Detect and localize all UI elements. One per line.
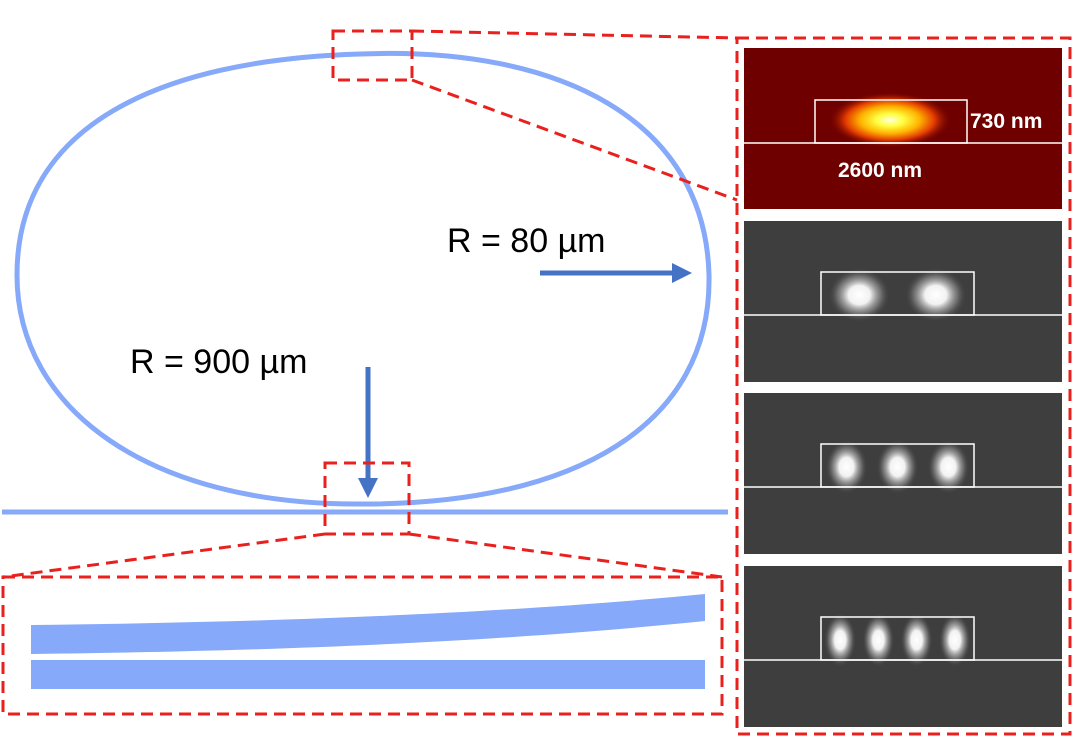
mode-lobe — [938, 613, 971, 667]
zoom-indicators — [1, 29, 1072, 736]
arrow-right — [540, 263, 692, 283]
mode-lobe — [876, 440, 919, 494]
zoom-box-top — [331, 29, 414, 82]
mode-lobe — [862, 613, 895, 667]
mode-panel-fundamental: 730 nm 2600 nm — [744, 48, 1062, 209]
mode-lobe — [927, 440, 970, 494]
zoom-box-bottom — [323, 461, 411, 536]
mode-lobe — [824, 613, 857, 667]
mode-lobe — [828, 268, 891, 322]
mode-panels: 730 nm 2600 nm — [744, 48, 1062, 727]
width-dimension-label: 2600 nm — [838, 159, 922, 182]
radius-large-label: R = 900 µm — [130, 343, 307, 381]
coupler-ring-section — [31, 594, 705, 654]
mode-lobe — [904, 268, 967, 322]
radius-small-label: R = 80 µm — [447, 222, 605, 260]
zoom-panel-coupler — [1, 575, 724, 716]
zoom-line — [411, 29, 738, 40]
zoom-line — [408, 532, 723, 579]
mode-lobe — [900, 613, 933, 667]
mode-panel-background — [744, 221, 1062, 382]
height-dimension-label: 730 nm — [970, 110, 1042, 133]
racetrack-resonator — [14, 50, 712, 507]
mode-panel-order-3 — [744, 566, 1062, 727]
mode-panel-order-1 — [744, 221, 1062, 382]
mode-panel-order-2 — [744, 393, 1062, 554]
coupler-bus-section — [31, 660, 705, 689]
zoom-line — [411, 78, 738, 202]
zoom-panel-modes — [735, 36, 1072, 736]
mode-lobe — [825, 440, 868, 494]
arrow-down — [358, 367, 378, 498]
zoom-line — [2, 532, 326, 579]
